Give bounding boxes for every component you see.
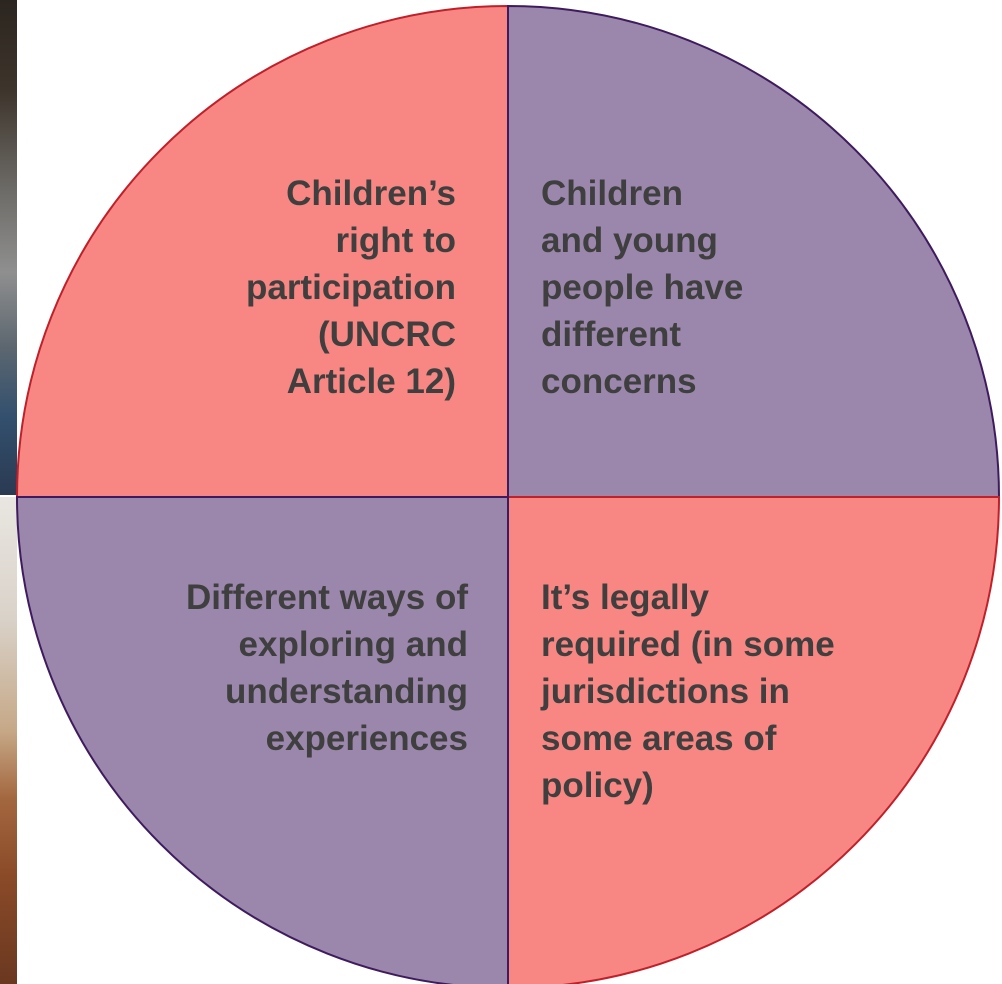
quadrant-bottom-right (507, 496, 1001, 984)
quadrant-bottom-left (15, 496, 509, 984)
quadrant-top-left (15, 4, 509, 498)
quadrant-bottom-right-text: It’s legally required (in some jurisdict… (541, 578, 835, 805)
quadrant-top-right (507, 4, 1001, 498)
quadrant-top-right-text: Children and young people have different… (541, 174, 744, 401)
background-photo-top (0, 0, 17, 495)
background-photo-bottom (0, 497, 17, 984)
quadrant-bottom-left-text: Different ways of exploring and understa… (186, 578, 468, 758)
quadrant-top-left-text: Children’s right to participation (UNCRC… (245, 174, 456, 401)
